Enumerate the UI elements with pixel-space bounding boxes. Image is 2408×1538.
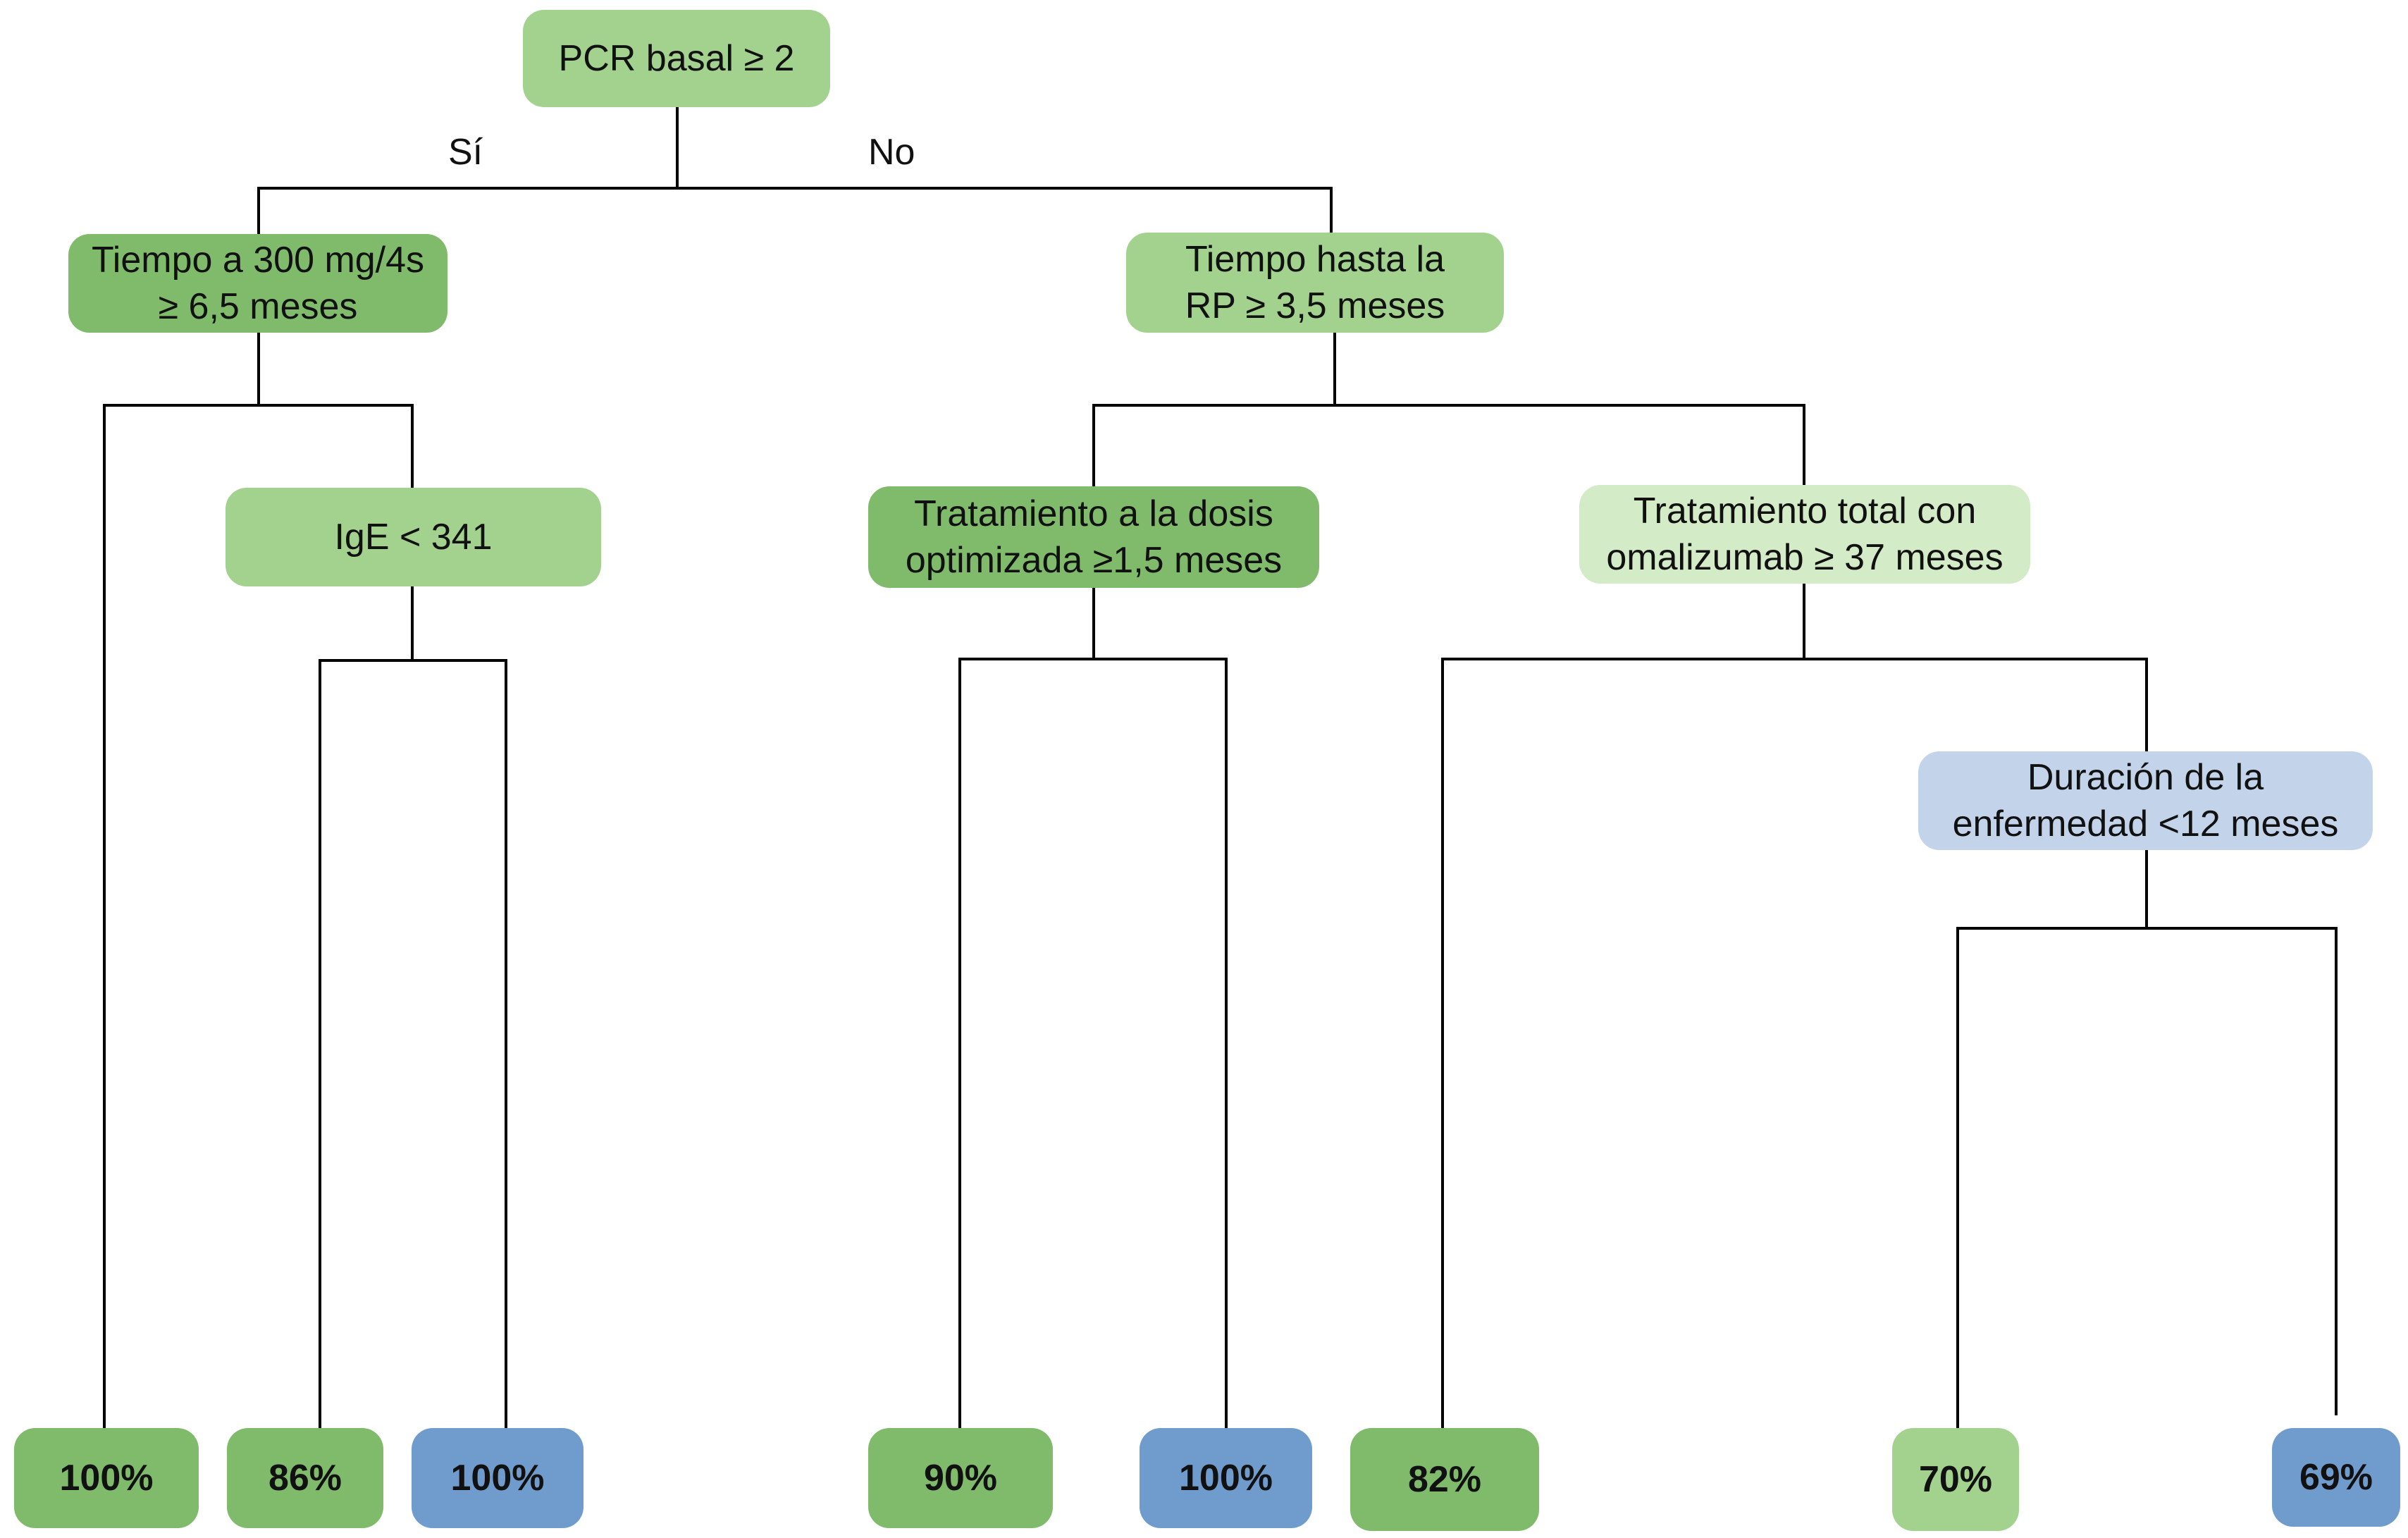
leaf-value: 70% [1918, 1459, 1993, 1500]
node-ige: IgE < 341 [226, 488, 601, 586]
node-duracion-enfermedad: Duración de la enfermedad <12 meses [1918, 751, 2373, 850]
leaf-node: 100% [1140, 1428, 1312, 1528]
leaf-value: 100% [450, 1458, 545, 1499]
root-node-label: PCR basal ≥ 2 [558, 38, 795, 79]
leaf-value: 82% [1407, 1459, 1482, 1500]
branch-label-no: No [868, 132, 915, 173]
node-tiempo-hasta-rp: Tiempo hasta la RP ≥ 3,5 meses [1126, 233, 1504, 333]
node-tiempo-hasta-rp-line2: RP ≥ 3,5 meses [1185, 285, 1445, 326]
node-tratamiento-total: Tratamiento total con omalizumab ≥ 37 me… [1579, 485, 2030, 584]
node-tratamiento-dosis-line2: optimizada ≥1,5 meses [905, 540, 1283, 581]
leaf-node: 100% [412, 1428, 584, 1528]
leaf-node: 90% [868, 1428, 1053, 1528]
leaf-value: 69% [2299, 1457, 2373, 1498]
node-tiempo-300mg: Tiempo a 300 mg/4s ≥ 6,5 meses [68, 234, 447, 333]
leaf-node: 82% [1350, 1428, 1539, 1531]
node-tratamiento-dosis-line1: Tratamiento a la dosis [914, 493, 1273, 534]
node-ige-label: IgE < 341 [334, 517, 493, 558]
root-node-pcr-basal: PCR basal ≥ 2 [523, 10, 830, 107]
leaf-node: 69% [2272, 1428, 2400, 1527]
branch-label-yes: Sí [448, 132, 483, 173]
leaf-value: 100% [59, 1458, 154, 1499]
leaf-node: 70% [1892, 1428, 2019, 1531]
node-tiempo-hasta-rp-line1: Tiempo hasta la [1185, 239, 1445, 280]
leaf-node: 100% [14, 1428, 199, 1528]
node-duracion-enfermedad-line2: enfermedad <12 meses [1952, 804, 2339, 844]
node-tiempo-300mg-line1: Tiempo a 300 mg/4s [91, 240, 425, 281]
node-tratamiento-total-line1: Tratamiento total con [1633, 491, 1977, 531]
node-tratamiento-dosis: Tratamiento a la dosis optimizada ≥1,5 m… [868, 486, 1319, 588]
leaf-value: 86% [268, 1458, 342, 1499]
node-tratamiento-total-line2: omalizumab ≥ 37 meses [1606, 537, 2003, 578]
node-duracion-enfermedad-line1: Duración de la [2027, 757, 2264, 798]
leaf-value: 90% [923, 1458, 998, 1499]
leaf-value: 100% [1179, 1458, 1273, 1499]
leaf-node: 86% [227, 1428, 383, 1528]
node-tiempo-300mg-line2: ≥ 6,5 meses [158, 286, 358, 327]
